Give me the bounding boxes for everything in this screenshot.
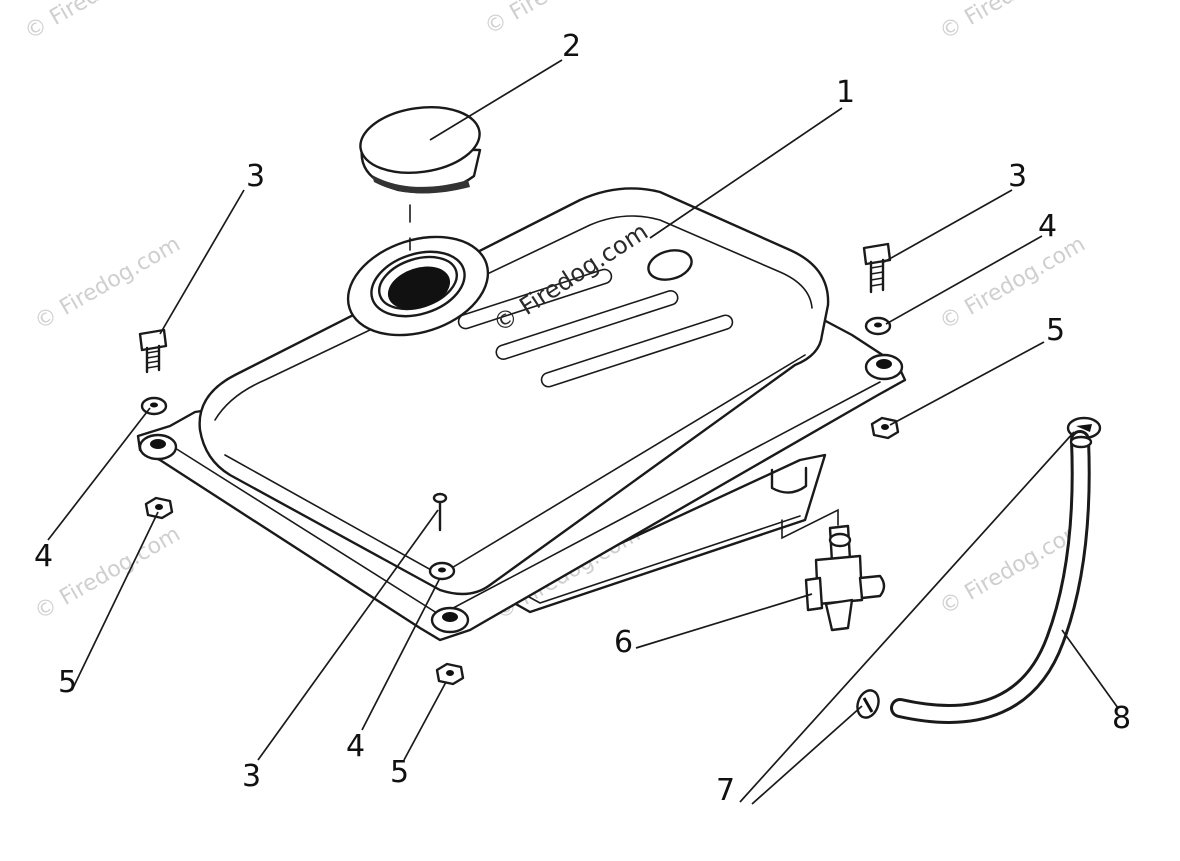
watermark: © Firedog.com — [31, 232, 185, 335]
callout-1: 1 — [836, 75, 855, 110]
nut-right — [870, 416, 900, 440]
callout-5: 5 — [1046, 313, 1065, 348]
watermark: © Firedog.com — [481, 0, 635, 40]
bolt-left — [138, 328, 168, 374]
callout-labels: 1 2 3 3 4 5 4 5 6 3 4 5 7 8 — [34, 29, 1131, 808]
nut-front — [435, 662, 465, 686]
callout-5: 5 — [58, 665, 77, 700]
filler-opening — [387, 266, 451, 310]
watermark: © Firedog.com — [31, 522, 185, 625]
bolt-right — [862, 242, 892, 294]
callout-2: 2 — [562, 29, 581, 64]
callout-3: 3 — [246, 159, 265, 194]
leader-lines — [47, 59, 1119, 805]
callout-4: 4 — [34, 539, 53, 574]
tank-rib — [540, 314, 734, 388]
tank-rib — [457, 268, 613, 330]
watermark: © Firedog.com — [936, 0, 1090, 45]
fuel-tank — [136, 187, 907, 642]
mount-boss-front — [430, 606, 470, 634]
tank-gauge-plug — [647, 249, 693, 281]
callout-7: 7 — [716, 773, 735, 808]
nut-left — [144, 496, 174, 520]
outlet-boss — [770, 466, 808, 494]
callout-3: 3 — [242, 759, 261, 794]
callout-4: 4 — [1038, 209, 1057, 244]
hose-clamp-bottom — [856, 689, 880, 719]
mount-boss-right — [864, 353, 904, 381]
callout-3: 3 — [1008, 159, 1027, 194]
watermark: © Firedog.com — [21, 0, 175, 45]
fuel-cap — [359, 106, 482, 251]
mount-boss-left — [138, 433, 178, 461]
callout-6: 6 — [614, 625, 633, 660]
callout-5: 5 — [390, 755, 409, 790]
callout-4: 4 — [346, 729, 365, 764]
tank-rib — [495, 290, 679, 360]
callout-8: 8 — [1112, 701, 1131, 736]
fuel-valve — [781, 508, 886, 632]
